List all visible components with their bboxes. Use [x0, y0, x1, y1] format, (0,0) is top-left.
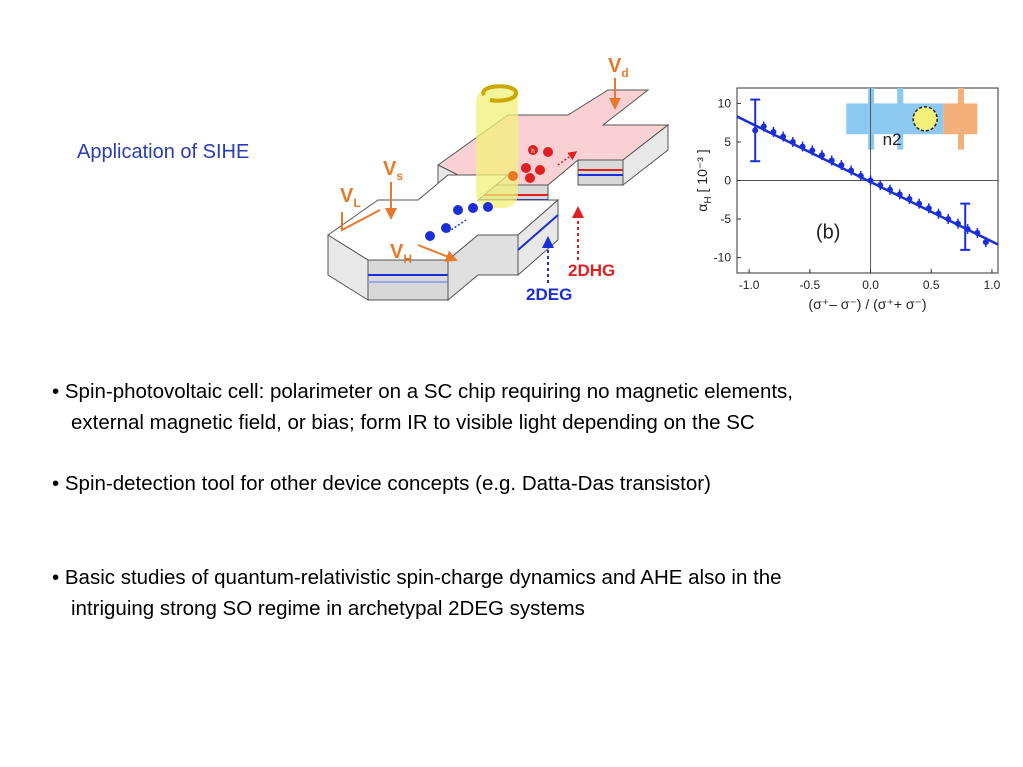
data-point [867, 177, 874, 184]
x-tick-label: -1.0 [739, 278, 760, 292]
bullet-spin-detection: • Spin-detection tool for other device c… [52, 472, 711, 495]
annotation-n2: n2 [883, 130, 902, 149]
y-tick-label: 10 [718, 96, 732, 110]
hall-bar-device-illustration: h Vd Vs VL VH 2DHG 2DEG [327, 55, 670, 304]
inset-light-spot [912, 106, 938, 132]
data-point [982, 239, 989, 246]
data-point [935, 210, 942, 217]
data-point [974, 229, 981, 236]
holes-group: h [508, 145, 553, 183]
n-type-hall-bar [327, 174, 560, 302]
data-point [906, 196, 913, 202]
y-tick-label: 5 [724, 135, 731, 149]
2dhg-label: 2DHG [568, 261, 615, 280]
bullet-basic-studies: • Basic studies of quantum-relativistic … [52, 566, 782, 620]
x-tick-label: 0.0 [862, 278, 879, 292]
y-axis-label: αH [ 10⁻³ ] [694, 149, 714, 211]
circular-polarization-arrow-icon [481, 84, 518, 103]
electrons-group [425, 202, 493, 241]
vs-label: Vs [383, 158, 403, 183]
data-point [780, 133, 787, 140]
data-point [838, 162, 845, 169]
data-point [848, 167, 855, 174]
2deg-label: 2DEG [526, 285, 572, 304]
panel-label: (b) [816, 221, 840, 243]
inset-contact-1 [868, 88, 875, 150]
data-point [916, 200, 923, 207]
slide-title: Application of SIHE [77, 141, 250, 163]
y-tick-label: 0 [724, 174, 731, 188]
inset-contact-3 [957, 88, 965, 150]
data-point [809, 147, 816, 154]
x-axis-label: (σ⁺– σ⁻) / (σ⁺+ σ⁻) [808, 296, 926, 312]
data-point [896, 191, 903, 198]
y-tick-label: -10 [714, 251, 732, 265]
data-point [818, 152, 825, 159]
hall-angle-plot: n2 -1.0 -0.5 0.0 0.5 1.0 10 5 0 -5 -10 (b) (σ⁺– σ⁻) … [694, 87, 1001, 312]
inset-contact-2 [897, 88, 904, 150]
x-tick-label: -0.5 [799, 278, 820, 292]
data-point [857, 172, 864, 179]
data-point [945, 216, 952, 223]
bullet-spin-photovoltaic: • Spin-photovoltaic cell: polarimeter on… [52, 380, 794, 434]
x-tick-label: 0.5 [923, 278, 940, 292]
svg-text:h: h [531, 149, 534, 155]
light-beam [476, 88, 518, 208]
data-point [877, 182, 884, 189]
data-point [799, 143, 806, 150]
data-point [925, 205, 932, 212]
data-point [789, 138, 796, 145]
vh-label: VH [390, 241, 412, 266]
data-point [770, 128, 777, 135]
y-tick-label: -5 [720, 212, 731, 226]
data-point [954, 220, 961, 227]
data-point [760, 123, 767, 130]
vd-label: Vd [608, 55, 629, 80]
data-point [886, 186, 893, 193]
x-tick-label: 1.0 [984, 278, 1001, 292]
vl-label: VL [340, 185, 361, 210]
data-point [828, 157, 835, 164]
